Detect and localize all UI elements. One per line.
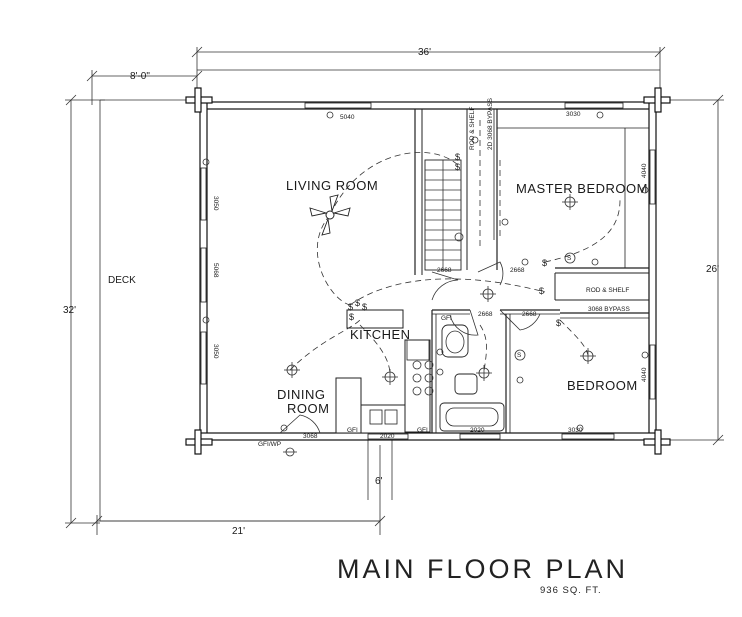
light-icon: S [564,252,576,264]
dining-room-label-line1: DINING [277,387,326,402]
svg-text:$: $ [362,302,367,312]
deck-outline [99,69,660,522]
ceiling-fan-icon [309,194,351,236]
window-code: 3030 [566,111,581,118]
plan-area: 936 SQ. FT. [540,585,602,596]
dim-top-width: 36' [418,47,431,58]
dim-bottom-offset: 6' [375,476,383,487]
exterior-walls [185,87,671,455]
master-bedroom-label: MASTER BEDROOM [516,181,648,196]
dim-left-height: 32' [63,305,76,316]
deck-label: DECK [108,275,136,286]
svg-text:$: $ [455,152,460,162]
svg-text:$: $ [542,258,547,268]
dim-right-height: 26' [706,264,719,275]
light-icon [476,365,492,381]
door-code: 2668 [478,311,493,318]
svg-text:$: $ [355,298,360,308]
svg-text:$: $ [455,162,460,172]
svg-text:$: $ [349,312,354,322]
light-icon: S [514,349,526,361]
light-icon [454,232,464,242]
window-code: 3030 [568,427,583,434]
window-code: 5040 [340,114,355,121]
light-icon [284,362,300,378]
interior-walls [335,109,649,434]
svg-text:S: S [517,352,522,359]
electrical-circuits [289,120,621,376]
plan-title: MAIN FLOOR PLAN [337,554,628,584]
door-code: 2668 [437,267,452,274]
living-room-label: LIVING ROOM [286,178,378,193]
window-code: 2020 [380,433,395,440]
window-code: 2020 [470,427,485,434]
light-icon [382,369,398,385]
svg-text:S: S [567,255,572,262]
window-code: 5068 [212,263,219,278]
dining-room-label-line2: ROOM [287,401,329,416]
closet-label: ROD & SHELF [469,107,476,150]
window-code: 4040 [641,367,648,382]
window-code: 4040 [641,163,648,178]
dimension-labels: 36' 8'-0" 32' 26' 21' 6' [63,47,719,537]
light-fixtures: S S [283,194,596,457]
title-block: MAIN FLOOR PLAN 936 SQ. FT. [337,554,628,596]
opening-codes: 5040 3030 3050 5068 3050 4040 4040 3030 … [212,97,648,448]
window-code: 3050 [212,196,219,211]
window-code: 3050 [212,344,219,359]
svg-text:$: $ [348,302,353,312]
gfi-label: GFI [417,427,428,434]
switches: $ $ $ $ $ $ $ $ $ [348,152,561,328]
gfi-label: GFI/WP [258,441,281,448]
light-icon [562,194,578,210]
dim-deck-width: 8'-0" [130,71,150,82]
light-icon [480,286,496,302]
closet-label: ROD & SHELF [586,287,629,294]
door-code: 3068 [303,433,318,440]
kitchen-label: KITCHEN [350,327,411,342]
room-labels: LIVING ROOM MASTER BEDROOM KITCHEN DININ… [108,178,648,416]
door-code: 2668 [522,311,537,318]
outlets [202,111,649,432]
bypass-label: 2D 3068 BYPASS [487,97,494,150]
gfi-label: GFI [347,427,358,434]
door-code: 2668 [510,267,525,274]
light-icon [580,348,596,364]
staircase [424,159,462,271]
light-icon [283,447,297,457]
bypass-label: 3068 BYPASS [588,306,630,313]
svg-text:$: $ [539,286,544,296]
dim-bottom-width: 21' [232,526,245,537]
svg-text:$: $ [556,318,561,328]
gfi-label: GFI [441,315,452,322]
bedroom-label: BEDROOM [567,378,638,393]
